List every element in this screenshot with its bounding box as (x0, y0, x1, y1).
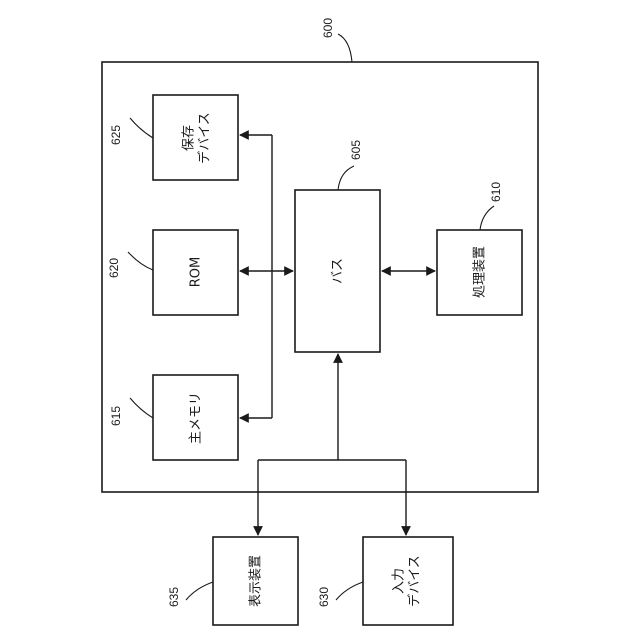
input-device-label-line2: デバイス (407, 555, 423, 607)
storage-device-label-line2: デバイス (197, 112, 213, 164)
main-memory-label: 主メモリ (189, 392, 204, 444)
rom-label: ROM (189, 257, 204, 287)
leader-605 (338, 166, 354, 190)
input-device-label-line1: 入力 (392, 568, 407, 594)
leader-630 (336, 582, 363, 600)
ref-615: 615 (109, 406, 123, 426)
leader-635 (186, 582, 213, 600)
leader-615 (130, 398, 153, 418)
ref-635: 635 (167, 587, 181, 607)
display-device-label: 表示装置 (249, 555, 264, 607)
ref-610: 610 (489, 182, 503, 202)
ref-625: 625 (109, 125, 123, 145)
leader-620 (128, 252, 153, 270)
ref-600: 600 (321, 18, 335, 38)
ref-605: 605 (349, 140, 363, 160)
leader-610 (480, 206, 494, 230)
leader-625 (130, 118, 153, 138)
bus-label: バス (331, 258, 346, 284)
ref-630: 630 (317, 587, 331, 607)
ref-620: 620 (107, 258, 121, 278)
processing-unit-label: 処理装置 (473, 246, 488, 298)
storage-device-label-line1: 保存 (182, 125, 197, 151)
leader-600 (338, 34, 352, 62)
